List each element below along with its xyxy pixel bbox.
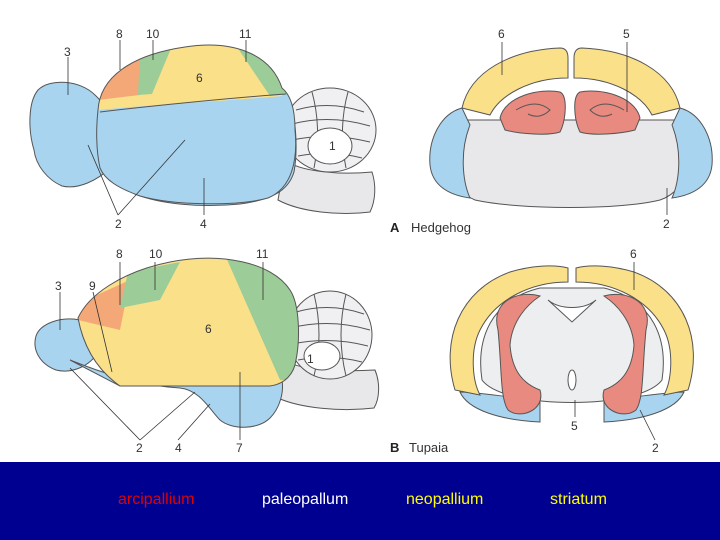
legend-item-arcipallium: arcipallium bbox=[118, 491, 195, 508]
ventricle-left-a bbox=[515, 103, 551, 117]
coronal-paleopallium-right-a bbox=[671, 107, 713, 199]
label-a-5: 5 bbox=[623, 27, 630, 41]
rhinal-fissure-a bbox=[99, 93, 287, 113]
coronal-neopallium-right-b bbox=[575, 265, 694, 396]
area-10-green-a bbox=[138, 46, 172, 95]
label-b-3: 3 bbox=[55, 279, 62, 293]
coronal-neopallium-left-a bbox=[461, 47, 569, 116]
panel-b-coronal-section bbox=[449, 262, 694, 441]
ventricle-right-a bbox=[589, 103, 625, 117]
labels-panel-b: 3 9 8 10 11 6 1 2 4 7 6 5 2 bbox=[55, 247, 659, 455]
panel-a-coronal-section bbox=[429, 42, 713, 215]
label-b-7: 7 bbox=[236, 441, 243, 455]
label-a-11: 11 bbox=[239, 27, 252, 41]
legend-item-striatum: striatum bbox=[550, 491, 607, 508]
label-b-2-sagittal: 2 bbox=[136, 441, 143, 455]
label-b-6-sagittal: 6 bbox=[205, 322, 212, 336]
coronal-striatum-right-a bbox=[574, 90, 641, 135]
label-b-4: 4 bbox=[175, 441, 182, 455]
figure-svg: 3 8 10 11 6 1 2 4 6 5 2 A Hedgehog 3 9 8… bbox=[29, 27, 713, 455]
label-a-6-coronal: 6 bbox=[498, 27, 505, 41]
label-b-11: 11 bbox=[256, 247, 269, 261]
label-b-6-coronal: 6 bbox=[630, 247, 637, 261]
legend-item-paleopallum: paleopallum bbox=[262, 491, 349, 508]
label-a-6-sagittal: 6 bbox=[196, 71, 203, 85]
coronal-paleopallium-left-a bbox=[429, 107, 471, 199]
coronal-base-a bbox=[445, 119, 694, 208]
coronal-striatum-left-b bbox=[496, 293, 542, 415]
label-a-10: 10 bbox=[146, 27, 160, 41]
legend-item-neopallium: neopallium bbox=[406, 491, 484, 508]
legend-bar: arcipallium paleopallum neopallium stria… bbox=[0, 462, 720, 540]
label-a-2-sagittal: 2 bbox=[115, 217, 122, 231]
cerebellum-a bbox=[283, 87, 377, 173]
leader-lines-b bbox=[59, 262, 264, 441]
label-a-4: 4 bbox=[200, 217, 207, 231]
panel-a-species: Hedgehog bbox=[411, 220, 471, 235]
archipallium-area-8-b bbox=[78, 280, 130, 330]
midline-ventricle-b bbox=[547, 299, 597, 323]
panel-b-letter: B bbox=[390, 440, 399, 455]
label-b-10: 10 bbox=[149, 247, 163, 261]
label-b-9: 9 bbox=[89, 279, 96, 293]
coronal-striatum-right-b bbox=[602, 293, 648, 415]
label-b-1: 1 bbox=[307, 352, 314, 366]
label-b-2-coronal: 2 bbox=[652, 441, 659, 455]
coronal-inner-b bbox=[480, 287, 664, 403]
label-b-8: 8 bbox=[116, 247, 123, 261]
label-a-3: 3 bbox=[64, 45, 71, 59]
area-11-green-b bbox=[225, 258, 299, 380]
label-a-8: 8 bbox=[116, 27, 123, 41]
leader-lines-b-coronal bbox=[574, 262, 656, 441]
brain-comparison-figure: 3 8 10 11 6 1 2 4 6 5 2 A Hedgehog 3 9 8… bbox=[29, 27, 713, 455]
panel-b-sagittal-brain bbox=[34, 257, 380, 441]
cortex-outline-a bbox=[96, 44, 297, 205]
leader-lines-a bbox=[67, 40, 247, 216]
panel-a-letter: A bbox=[390, 220, 400, 235]
cortex-outline-b bbox=[77, 257, 299, 387]
panel-a-sagittal-brain bbox=[29, 40, 377, 216]
area-10-green-b bbox=[120, 262, 180, 308]
panel-b-species: Tupaia bbox=[409, 440, 449, 455]
leader-lines-a-coronal bbox=[501, 42, 668, 215]
label-b-5: 5 bbox=[571, 419, 578, 433]
cerebellum-b bbox=[287, 290, 373, 380]
labels-panel-a: 3 8 10 11 6 1 2 4 6 5 2 bbox=[64, 27, 670, 231]
coronal-striatum-left-a bbox=[499, 90, 566, 135]
label-a-1: 1 bbox=[329, 139, 336, 153]
coronal-neopallium-left-b bbox=[449, 265, 569, 396]
label-a-2-coronal: 2 bbox=[663, 217, 670, 231]
third-ventricle-b bbox=[567, 369, 577, 391]
